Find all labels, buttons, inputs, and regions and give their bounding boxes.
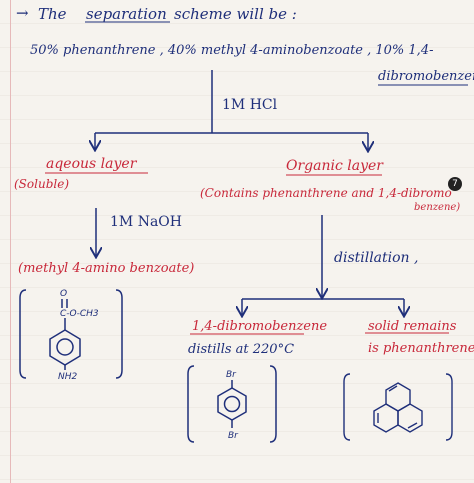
margin-line xyxy=(10,0,11,483)
aromatic-circle xyxy=(56,338,74,356)
info-badge[interactable]: 7 xyxy=(448,177,462,191)
step3-process: distillation , xyxy=(334,250,419,266)
mixture-line-1: 50% phenanthrene , 40% methyl 4-aminoben… xyxy=(30,43,434,58)
right-bracket xyxy=(115,289,123,379)
dibromobenzene-structure: Br Br xyxy=(187,365,277,443)
left-bracket xyxy=(343,373,351,441)
right-bracket xyxy=(269,365,277,443)
aqueous-title: aqeous layer xyxy=(46,156,137,172)
benzene-ring xyxy=(49,329,81,366)
left-bracket xyxy=(187,365,195,443)
aromatic-circle xyxy=(223,395,241,413)
distill-line-2: distills at 220°C xyxy=(188,342,295,357)
ester-label: C-O-CH3 xyxy=(60,309,99,319)
benzene-ring xyxy=(217,387,247,421)
organic-note-1: (Contains phenanthrene and 1,4-dibromo xyxy=(200,186,452,200)
phenanthrene-structure xyxy=(343,373,453,441)
remain-line-1: solid remains xyxy=(368,319,457,334)
step2-reagent: 1M NaOH xyxy=(110,214,182,230)
product-aq-label: (methyl 4-amino benzoate) xyxy=(18,261,195,276)
intro-separation: separation xyxy=(86,5,167,23)
organic-title: Organic layer xyxy=(286,158,383,174)
intro-text: The xyxy=(38,5,67,23)
amine-label: NH2 xyxy=(58,372,78,382)
methyl-aminobenzoate-structure: O C-O-CH3 NH2 xyxy=(19,289,123,382)
carbonyl-o-label: O xyxy=(60,289,67,299)
intro-text-2: scheme will be : xyxy=(174,5,297,23)
ring-right xyxy=(397,403,423,433)
right-bracket xyxy=(445,373,453,441)
aqueous-note: (Soluble) xyxy=(14,177,69,191)
br-bottom-label: Br xyxy=(228,431,239,441)
distill-line-1: 1,4-dibromobenzene xyxy=(192,319,328,334)
intro-arrow: → xyxy=(16,4,29,22)
step1-reagent: 1M HCl xyxy=(222,97,278,113)
mixture-line-2: dibromobenzene . xyxy=(378,69,474,84)
organic-note-2: benzene) xyxy=(414,202,461,213)
left-bracket xyxy=(19,289,27,379)
remain-line-2: is phenanthrene . xyxy=(368,341,474,356)
br-top-label: Br xyxy=(226,370,237,380)
